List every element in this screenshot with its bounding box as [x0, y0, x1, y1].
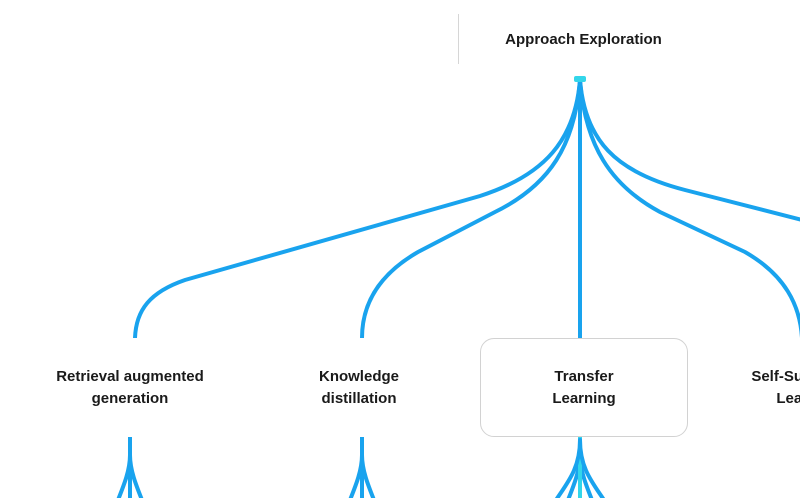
link-transfer-down-right-wide	[578, 438, 606, 498]
link-root-offscreen-branch	[578, 78, 800, 222]
child-node-label: Transfer Learning	[552, 367, 616, 407]
link-root-to-knowledge	[360, 78, 582, 340]
link-root-to-retrieval	[133, 78, 582, 340]
link-root-to-self-supervised	[578, 78, 800, 339]
root-node-label: Approach Exploration	[505, 30, 662, 48]
child-node-label: Knowledge distillation	[318, 367, 399, 407]
child-node-retrieval-augmented-generation[interactable]: Retrieval augmented generation	[30, 338, 230, 437]
child-node-label: Self-Supervised Learning	[751, 367, 800, 407]
child-node-knowledge-distillation[interactable]: Knowledge distillation	[259, 338, 459, 437]
child-node-label: Retrieval augmented generation	[56, 367, 204, 407]
child-node-self-supervised-learning[interactable]: Self-Supervised Learning	[708, 338, 800, 437]
child-node-transfer-learning[interactable]: Transfer Learning	[480, 338, 688, 437]
root-node-approach-exploration[interactable]: Approach Exploration	[458, 14, 708, 64]
link-transfer-down-left-wide	[554, 438, 582, 498]
root-junction	[574, 76, 586, 82]
